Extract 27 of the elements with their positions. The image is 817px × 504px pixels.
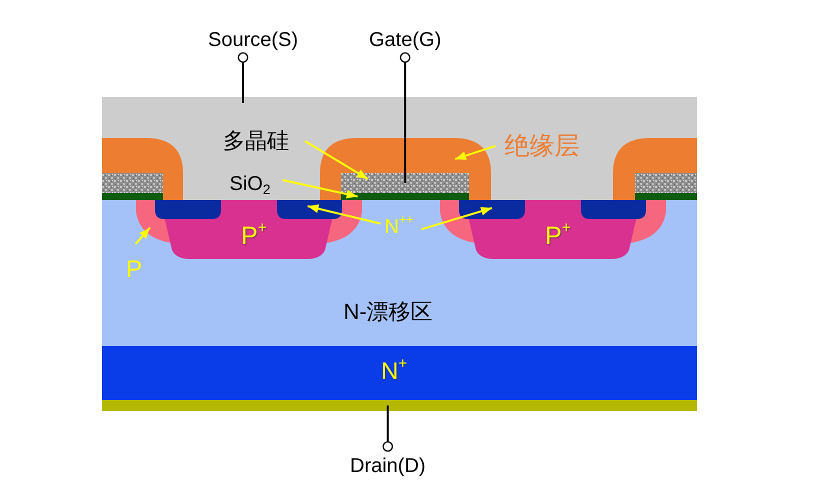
gate-oxide bbox=[341, 193, 469, 200]
arrow bbox=[307, 204, 381, 225]
terminal-line bbox=[238, 52, 248, 103]
arrow bbox=[304, 140, 368, 180]
arrow bbox=[134, 227, 151, 245]
arrow bbox=[282, 179, 358, 198]
callout-label: 多晶硅 bbox=[223, 128, 289, 154]
region-label: N-漂移区 bbox=[344, 298, 433, 324]
callout-label: 绝缘层 bbox=[504, 132, 580, 160]
terminal-label: Gate(G) bbox=[369, 28, 442, 52]
terminal-label: Drain(D) bbox=[350, 454, 426, 478]
n-plus-region bbox=[155, 200, 221, 219]
callout-label: N$^{++}$ bbox=[384, 216, 414, 238]
n-plus-region bbox=[277, 200, 342, 219]
drain-metal bbox=[102, 400, 697, 411]
region-label: N$^{+}$ bbox=[381, 358, 408, 386]
n-plus-region bbox=[459, 200, 525, 219]
region-label: P$^{+}$ bbox=[545, 222, 571, 250]
n-plus-region bbox=[581, 200, 646, 219]
terminal-label: Source(S) bbox=[208, 28, 298, 52]
terminal-line bbox=[382, 406, 394, 452]
region-label: P$^{+}$ bbox=[241, 222, 267, 250]
callout-label: P bbox=[126, 256, 142, 284]
callout-label: SiO$_{2}$ bbox=[230, 172, 270, 196]
terminal-line bbox=[400, 52, 410, 183]
arrow bbox=[421, 206, 492, 230]
polysilicon-gate bbox=[341, 173, 469, 193]
